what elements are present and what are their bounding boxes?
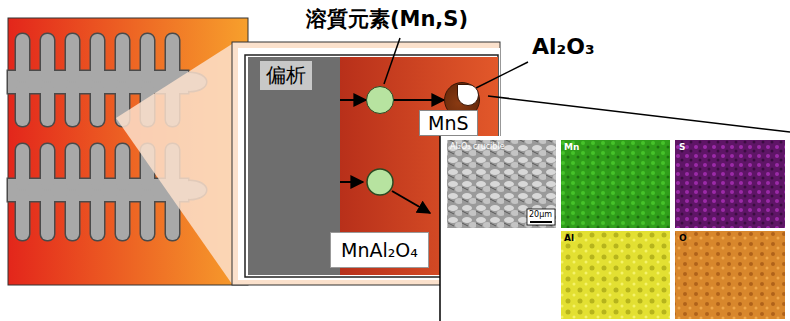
dendrite-arm <box>66 82 79 126</box>
dendrite-arm <box>91 34 104 82</box>
scale-bar <box>530 221 552 223</box>
dendrite-arm <box>166 34 179 82</box>
dendrite-arm <box>16 82 29 126</box>
dendrite-arm <box>16 34 29 82</box>
dendrite-arm <box>16 82 29 126</box>
node-label: 偏析 <box>260 61 312 90</box>
dendrite-arm <box>66 190 79 240</box>
edx-panel <box>440 136 790 321</box>
element-label: Mn <box>564 142 579 152</box>
al2o3-inclusion <box>457 84 479 106</box>
al-map <box>561 231 670 319</box>
dendrite-arm <box>41 34 54 82</box>
dendrite-arm <box>41 82 54 126</box>
dendrite-arm <box>66 34 79 82</box>
arrow-connector <box>340 99 366 101</box>
dendrite-arm <box>66 82 79 126</box>
dendrite-arm <box>141 34 154 82</box>
zoom-callout <box>116 44 232 284</box>
node-label: MnS <box>419 110 478 136</box>
solute-circle <box>367 169 393 195</box>
dendrite-arm <box>91 144 104 190</box>
s-map <box>675 140 785 228</box>
dendrite-arm <box>91 82 104 126</box>
element-label: Al <box>564 233 574 243</box>
dendrite-arm <box>91 190 104 240</box>
node-label: 溶質元素(Mn,S) <box>306 5 468 33</box>
dendrite-arm <box>16 34 29 82</box>
o-map <box>675 231 785 319</box>
element-label: S <box>679 142 685 152</box>
dendrite-arm <box>116 190 129 240</box>
dendrite-arm <box>66 34 79 82</box>
dendrite-arm <box>41 82 54 126</box>
dendrite-arm <box>116 190 129 240</box>
dendrite-arm <box>141 34 154 82</box>
dendrite-arm <box>141 190 154 240</box>
zoom-line <box>488 96 790 132</box>
dendrite-arm <box>66 190 79 240</box>
dendrite-arm <box>16 190 29 240</box>
image-label: Al₂O₃ crucible <box>450 142 505 151</box>
solute-circle: 溶質元素(Mn,S) <box>366 86 394 114</box>
dendrite-arm <box>166 34 179 82</box>
dendrite-arm <box>41 34 54 82</box>
leader-line <box>476 62 528 88</box>
segregation-band: 偏析 <box>248 57 340 275</box>
dendrite-arm <box>66 144 79 190</box>
dendrite-arm <box>116 144 129 190</box>
panel-border <box>439 136 441 321</box>
dendrite-arm <box>16 190 29 240</box>
mns-particle: MnS <box>444 82 480 118</box>
dendrite-arm <box>91 190 104 240</box>
dendrite-arm <box>16 144 29 190</box>
dendrite-arm <box>141 190 154 240</box>
spinel-box: MnAl₂O₄ <box>330 232 429 268</box>
dendrite-arm <box>16 144 29 190</box>
dendrite-arm <box>66 144 79 190</box>
dendrite-arm <box>41 190 54 240</box>
dendrite-arm <box>116 34 129 82</box>
scale-label: 20μm <box>529 210 552 219</box>
dendrite-arm <box>41 144 54 190</box>
scale-box <box>527 209 555 225</box>
element-label: O <box>679 233 687 243</box>
dendrite-arm <box>91 144 104 190</box>
dendrite-arm <box>41 144 54 190</box>
dendrite-arm <box>116 34 129 82</box>
sem-image <box>447 140 556 228</box>
node-label: MnAl₂O₄ <box>341 239 418 261</box>
melt-region <box>8 18 248 285</box>
mn-map <box>561 140 670 228</box>
compound-label: Al₂O₃ <box>532 34 595 59</box>
dendrite-arm <box>41 190 54 240</box>
dendrite-arm <box>91 34 104 82</box>
dendrite-arm <box>116 144 129 190</box>
arrow <box>392 191 430 213</box>
arrow-connector <box>394 99 444 101</box>
leader-line <box>384 38 400 84</box>
dendrite-arm <box>91 82 104 126</box>
